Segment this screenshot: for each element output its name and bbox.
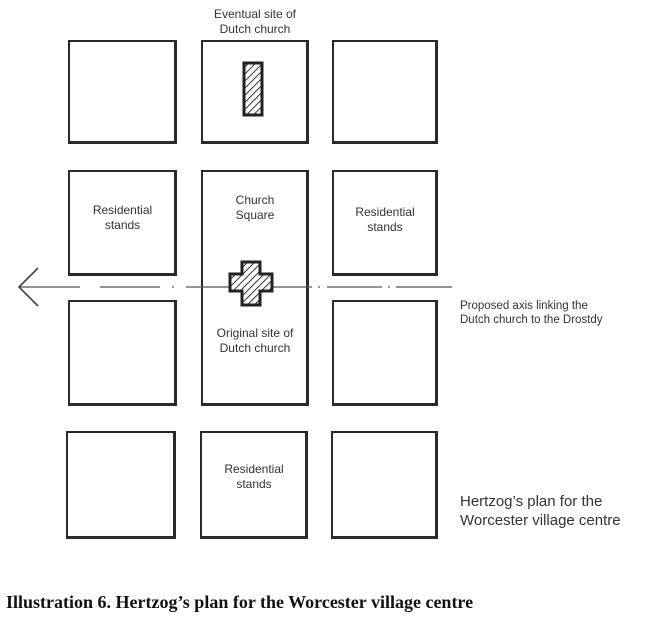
residential-bottom-label: Residential stands: [224, 462, 284, 491]
original-site-label: Original site of Dutch church: [216, 326, 294, 355]
church-rectangle-icon: [242, 61, 264, 117]
block-middle-right: [332, 300, 438, 406]
residential-left-label: Residential stands: [92, 203, 153, 232]
residential-right-label: Residential stands: [355, 205, 415, 234]
figure-caption: Illustration 6. Hertzog’s plan for the W…: [6, 592, 474, 612]
block-residential-right: [332, 170, 438, 276]
block-bottom-right: [331, 431, 438, 539]
church-square-label: Church Square: [235, 193, 275, 222]
eventual-site-label: Eventual site of Dutch church: [213, 7, 297, 36]
block-bottom-left: [66, 431, 176, 539]
block-residential-left: [68, 170, 177, 276]
arrow-left-icon: [17, 267, 39, 307]
block-residential-bottom: [200, 431, 308, 539]
block-top-right: [332, 40, 438, 144]
axis-note: Proposed axis linking the Dutch church t…: [460, 300, 603, 326]
plan-title: Hertzog’s plan for the Worcester village…: [460, 493, 621, 529]
block-top-left: [68, 40, 177, 144]
block-middle-left: [68, 300, 177, 406]
church-cross-icon: [228, 260, 274, 307]
